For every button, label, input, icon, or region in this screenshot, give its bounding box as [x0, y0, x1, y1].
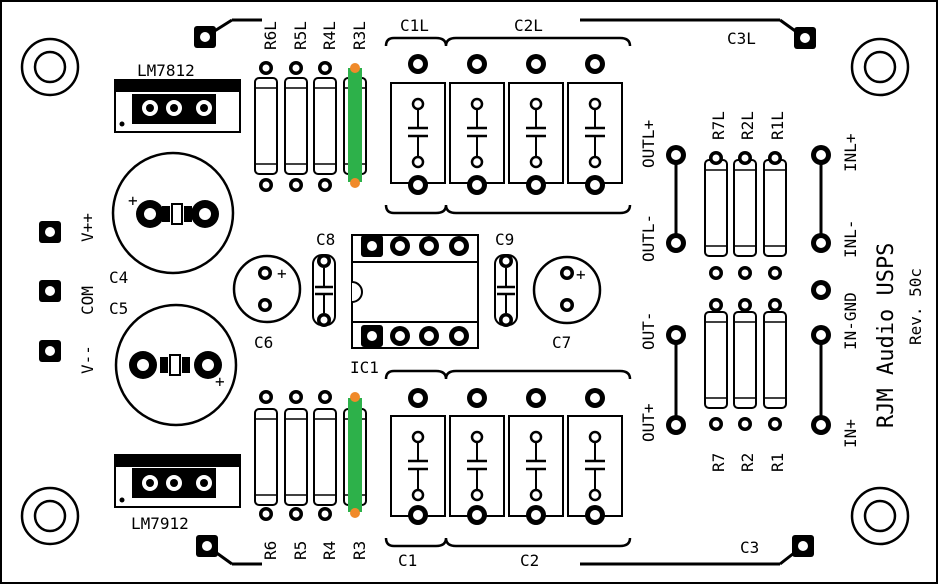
input-terminals [811, 145, 831, 435]
label-r4l: R4L [320, 21, 339, 50]
mount-hole-top-left [20, 37, 80, 97]
label-r6: R6 [261, 541, 280, 560]
label-r5: R5 [291, 541, 310, 560]
regulator-lm7812 [114, 79, 241, 133]
board-title: RJM Audio USPS [874, 243, 899, 428]
resistor-bank-bottom [254, 390, 367, 521]
label-c2: C2 [520, 551, 539, 570]
label-vneg: V-- [78, 345, 97, 374]
label-out-neg: OUT- [639, 311, 658, 350]
label-c7: C7 [552, 333, 571, 352]
label-ic1: IC1 [350, 358, 379, 377]
label-inl-pos: INL+ [841, 133, 860, 172]
c3-connector [196, 535, 814, 566]
svg-text:+: + [576, 265, 586, 284]
label-c9: C9 [495, 230, 514, 249]
label-r1l: R1L [768, 111, 787, 140]
bracket-bottom-lower [384, 537, 632, 548]
svg-text:+: + [215, 372, 225, 391]
label-r5l: R5L [291, 21, 310, 50]
label-inl-neg: INL- [841, 219, 860, 258]
bracket-bottom-upper [384, 369, 632, 380]
pad-vpos [39, 221, 61, 243]
label-r7l: R7L [709, 111, 728, 140]
pad-com [39, 280, 61, 302]
label-lm7812: LM7812 [137, 61, 195, 80]
label-r3: R3 [350, 541, 369, 560]
label-r2l: R2L [738, 111, 757, 140]
svg-text:+: + [277, 264, 287, 283]
cap-c5: + [114, 303, 238, 427]
ic1-dip8 [351, 234, 479, 349]
mount-hole-bottom-left [20, 486, 80, 546]
label-r7: R7 [709, 453, 728, 472]
label-c3: C3 [740, 538, 759, 557]
bracket-c1l [384, 36, 632, 47]
label-c4: C4 [109, 268, 128, 287]
label-c5: C5 [109, 299, 128, 318]
svg-text:+: + [128, 191, 138, 210]
label-r3l: R3L [350, 21, 369, 50]
label-com: COM [78, 286, 97, 315]
pad-vneg [39, 340, 61, 362]
label-in-pos: IN+ [841, 419, 860, 448]
label-lm7912: LM7912 [131, 514, 189, 533]
cap-c9 [494, 254, 518, 327]
c3l-connector [194, 18, 816, 49]
bracket-top-lower [384, 204, 632, 215]
label-r2: R2 [738, 453, 757, 472]
label-c2l: C2L [514, 16, 543, 35]
cap-c6: + [232, 254, 302, 324]
label-r1: R1 [768, 453, 787, 472]
board-revision: Rev. 50c [906, 268, 925, 345]
label-c8: C8 [316, 230, 335, 249]
label-c6: C6 [254, 333, 273, 352]
label-c1: C1 [398, 551, 417, 570]
label-r4: R4 [320, 541, 339, 560]
label-c3l: C3L [727, 29, 756, 48]
output-terminals [666, 145, 686, 435]
label-vpos: V++ [78, 213, 97, 242]
mount-hole-bottom-right [850, 486, 910, 546]
label-out-pos: OUT+ [639, 403, 658, 442]
cap-c8 [312, 254, 336, 327]
resistor-bank-top [254, 61, 367, 192]
label-outl-pos: OUTL+ [639, 120, 658, 168]
regulator-lm7912 [114, 454, 241, 508]
label-outl-neg: OUTL- [639, 214, 658, 262]
label-c1l: C1L [400, 16, 429, 35]
cap-c7: + [532, 255, 602, 325]
mount-hole-top-right [850, 37, 910, 97]
label-r6l: R6L [261, 21, 280, 50]
label-in-gnd: IN-GND [841, 292, 860, 350]
cap-c4: + [111, 151, 235, 275]
